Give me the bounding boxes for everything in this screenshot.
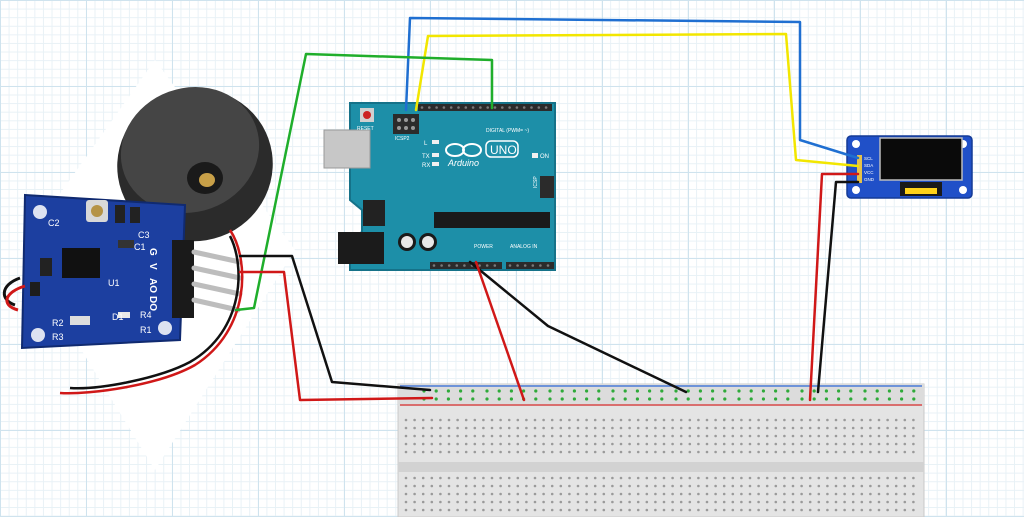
atmega-chip bbox=[434, 212, 550, 228]
oled-pin-sda: SDA bbox=[864, 163, 873, 168]
arduino-logo bbox=[445, 143, 482, 157]
label-c1: C1 bbox=[134, 242, 146, 252]
wire-black-gnd-oled bbox=[816, 180, 860, 394]
sensor-pin-header bbox=[172, 240, 194, 318]
terminal-strip-holes bbox=[404, 418, 915, 512]
ic-chip bbox=[62, 248, 100, 278]
label-r2: R2 bbox=[52, 318, 64, 328]
arduino-model: UNO bbox=[490, 143, 517, 157]
reset-label: RESET bbox=[357, 126, 374, 132]
pin-label-v: V bbox=[147, 263, 158, 270]
led-label-tx: TX bbox=[422, 154, 430, 160]
analog-header bbox=[506, 262, 554, 269]
led-label-rx: RX bbox=[422, 163, 430, 169]
oled-display-module: SCL SDA VCC GND bbox=[846, 135, 973, 199]
pin-label-ao: AO bbox=[147, 278, 158, 293]
wire-black-gnd-sensor bbox=[238, 254, 432, 392]
led-label-l: L bbox=[424, 141, 428, 147]
label-d1: D1 bbox=[112, 312, 124, 322]
arduino-brand: Arduino bbox=[447, 158, 479, 168]
label-r4: R4 bbox=[140, 310, 152, 320]
pin-label-g: G bbox=[147, 248, 158, 256]
wire-red-vcc-sensor bbox=[238, 270, 434, 402]
oled-screen bbox=[879, 137, 963, 181]
power-header bbox=[430, 262, 502, 269]
usb-port bbox=[323, 129, 371, 169]
sound-sensor-module: C2 C3 C1 R2 R3 R1 U1 D1 R4 G V AO DO bbox=[2, 60, 295, 470]
oled-pin-vcc: VCC bbox=[864, 170, 874, 175]
digital-label: DIGITAL (PWM= ~) bbox=[486, 128, 529, 134]
on-label: ON bbox=[540, 154, 549, 160]
sensor-pcb bbox=[20, 193, 187, 350]
icsp2-header bbox=[393, 114, 419, 134]
wire-red-vcc-oled bbox=[808, 172, 860, 402]
label-c2: C2 bbox=[48, 218, 60, 228]
wire-blue-scl bbox=[404, 16, 860, 160]
digital-header bbox=[418, 104, 552, 111]
arduino-uno: RESET ICSP2 DIGITAL (PWM= ~) Arduino UNO… bbox=[323, 102, 556, 271]
icsp-label: ICSP bbox=[533, 176, 539, 188]
sensor-pins bbox=[191, 249, 243, 313]
wire-green-do bbox=[234, 52, 494, 312]
oled-pin-gnd: GND bbox=[864, 177, 875, 182]
label-r3: R3 bbox=[52, 332, 64, 342]
power-label: POWER bbox=[474, 244, 493, 250]
breadboard bbox=[397, 383, 925, 517]
power-analog-pin-holes bbox=[432, 264, 550, 267]
label-r1: R1 bbox=[140, 325, 152, 335]
power-rail-holes bbox=[422, 389, 916, 401]
label-c3: C3 bbox=[138, 230, 150, 240]
icsp-header bbox=[540, 176, 554, 198]
digital-pin-holes bbox=[420, 106, 548, 109]
pin-label-do: DO bbox=[147, 296, 158, 311]
power-jack bbox=[338, 232, 384, 264]
capacitors bbox=[398, 233, 437, 251]
icsp2-label: ICSP2 bbox=[395, 136, 410, 142]
wires bbox=[234, 16, 860, 402]
wire-black-gnd-arduino bbox=[468, 260, 688, 394]
oled-pin-scl: SCL bbox=[864, 156, 873, 161]
label-u1: U1 bbox=[108, 278, 120, 288]
wire-red-5v-arduino bbox=[474, 260, 526, 402]
wire-yellow-sda bbox=[414, 32, 860, 168]
analog-label: ANALOG IN bbox=[510, 244, 538, 250]
